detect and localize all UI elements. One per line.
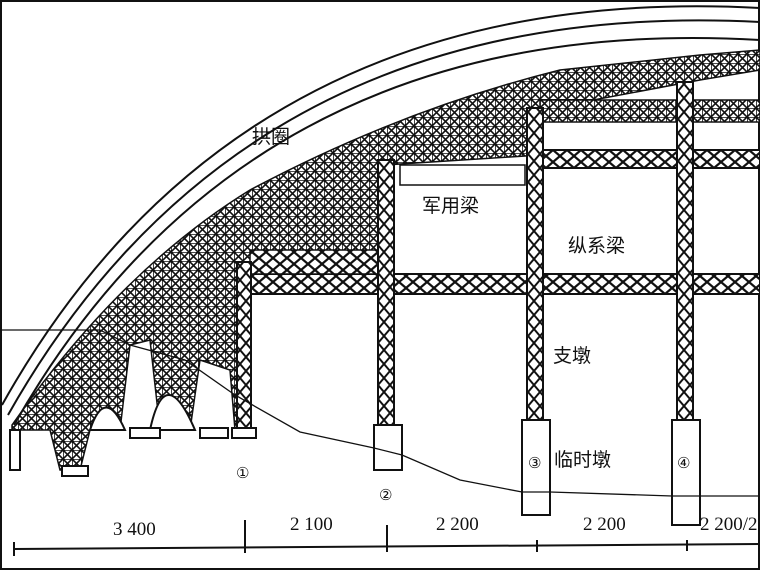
- support-pier-4: [676, 81, 694, 421]
- military-beam-gap: [399, 164, 526, 186]
- dimension-1: 3 400: [113, 519, 156, 540]
- scaffold-truss-region: [11, 49, 760, 471]
- pier-number-1: ①: [236, 464, 249, 482]
- support-pier-2: [377, 159, 395, 426]
- tie-beam-label: 纵系梁: [568, 235, 625, 257]
- pier-number-2: ②: [379, 486, 392, 504]
- military-beam-lower: [249, 249, 381, 275]
- pier-number-4: ④: [677, 454, 690, 472]
- arch-label: 拱圈: [252, 126, 290, 148]
- pier-number-3: ③: [528, 454, 541, 472]
- support-pier-label: 支墩: [553, 345, 591, 367]
- support-pier-3: [526, 107, 544, 421]
- military-beam-label: 军用梁: [422, 195, 479, 217]
- pier-footings: [9, 419, 701, 526]
- dimension-line: [13, 520, 760, 556]
- ground-line: [0, 329, 760, 497]
- upper-military-beam: [539, 99, 760, 123]
- dimension-2: 2 100: [290, 514, 333, 535]
- arch-ring: [1, 5, 760, 426]
- temporary-pier-label: 临时墩: [554, 449, 611, 471]
- support-pier-1: [236, 261, 252, 431]
- falsework-arches: [88, 394, 197, 431]
- dimension-5: 2 200/2: [700, 514, 758, 535]
- dimension-3: 2 200: [436, 514, 479, 535]
- dimension-4: 2 200: [583, 514, 626, 535]
- upper-tie-beam: [534, 149, 760, 169]
